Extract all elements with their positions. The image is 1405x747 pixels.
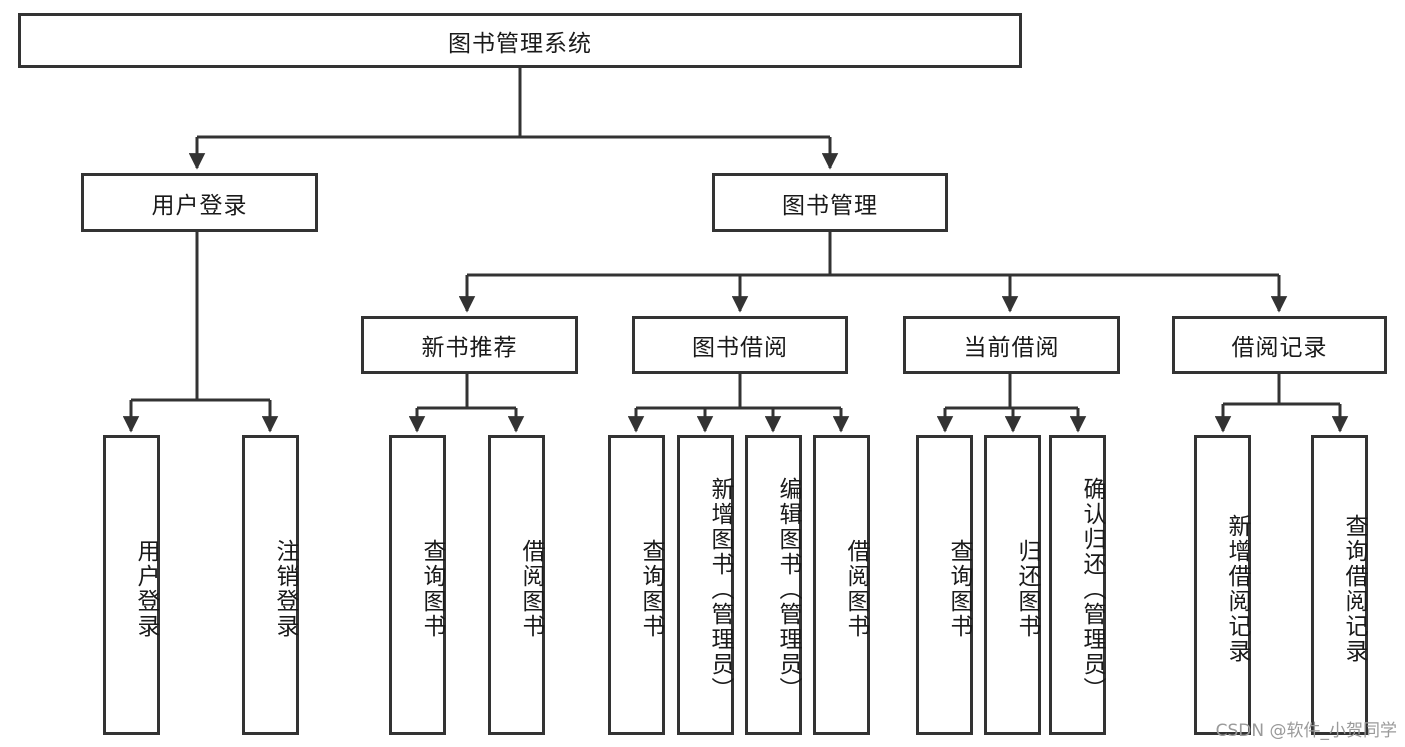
node-leaf-query-record[interactable]: 查询借阅记录: [1311, 435, 1368, 735]
node-leaf-query-book-2-label: 查询图书: [638, 539, 664, 639]
node-leaf-query-book-2[interactable]: 查询图书: [608, 435, 665, 735]
node-new-book-recommend-label: 新书推荐: [421, 335, 518, 361]
node-borrow-record[interactable]: 借阅记录: [1172, 316, 1387, 374]
node-book-borrow[interactable]: 图书借阅: [632, 316, 848, 374]
node-new-book-recommend[interactable]: 新书推荐: [361, 316, 578, 374]
node-leaf-confirm-return[interactable]: 确认归还（管理员）: [1049, 435, 1106, 735]
node-leaf-edit-book-label: 编辑图书（管理员）: [775, 476, 801, 702]
node-root-label: 图书管理系统: [448, 30, 592, 57]
node-leaf-borrow-book-1-label: 借阅图书: [518, 539, 544, 639]
node-leaf-user-login-label: 用户登录: [133, 539, 159, 639]
node-leaf-add-record[interactable]: 新增借阅记录: [1194, 435, 1251, 735]
node-leaf-query-book-3[interactable]: 查询图书: [916, 435, 973, 735]
node-leaf-return-book[interactable]: 归还图书: [984, 435, 1041, 735]
node-leaf-query-book-3-label: 查询图书: [946, 539, 972, 639]
node-leaf-confirm-return-label: 确认归还（管理员）: [1079, 476, 1105, 702]
node-leaf-return-book-label: 归还图书: [1014, 539, 1040, 639]
node-current-borrow[interactable]: 当前借阅: [903, 316, 1120, 374]
node-leaf-borrow-book-1[interactable]: 借阅图书: [488, 435, 545, 735]
node-book-borrow-label: 图书借阅: [692, 335, 788, 361]
node-leaf-borrow-book-2-label: 借阅图书: [843, 539, 869, 639]
node-leaf-borrow-book-2[interactable]: 借阅图书: [813, 435, 870, 735]
node-current-borrow-label: 当前借阅: [963, 335, 1060, 361]
node-leaf-logout-login-label: 注销登录: [272, 539, 298, 639]
node-user-login[interactable]: 用户登录: [81, 173, 318, 232]
node-leaf-add-book-label: 新增图书（管理员）: [707, 476, 733, 702]
node-user-login-label: 用户登录: [151, 192, 248, 219]
node-borrow-record-label: 借阅记录: [1231, 335, 1328, 361]
node-leaf-query-book-1-label: 查询图书: [419, 539, 445, 639]
node-root[interactable]: 图书管理系统: [18, 13, 1022, 68]
node-book-management[interactable]: 图书管理: [712, 173, 948, 232]
node-leaf-logout-login[interactable]: 注销登录: [242, 435, 299, 735]
node-leaf-edit-book[interactable]: 编辑图书（管理员）: [745, 435, 802, 735]
node-book-management-label: 图书管理: [782, 192, 878, 219]
node-leaf-user-login[interactable]: 用户登录: [103, 435, 160, 735]
node-leaf-query-book-1[interactable]: 查询图书: [389, 435, 446, 735]
node-leaf-query-record-label: 查询借阅记录: [1341, 514, 1367, 664]
node-leaf-add-book[interactable]: 新增图书（管理员）: [677, 435, 734, 735]
node-leaf-add-record-label: 新增借阅记录: [1224, 514, 1250, 664]
